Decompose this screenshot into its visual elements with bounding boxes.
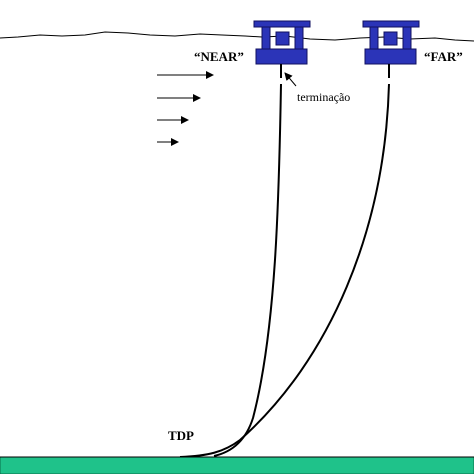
current-arrows (157, 71, 214, 146)
far-label: “FAR” (424, 49, 463, 64)
termination-label: terminação (297, 90, 350, 104)
near-riser (213, 64, 282, 457)
tdp-label: TDP (168, 428, 194, 443)
far-riser (179, 64, 390, 458)
near-platform-icon (253, 20, 311, 65)
seabed (0, 456, 474, 474)
termination-arrow (284, 72, 297, 87)
far-platform-icon (362, 20, 420, 65)
near-label: “NEAR” (194, 49, 244, 64)
